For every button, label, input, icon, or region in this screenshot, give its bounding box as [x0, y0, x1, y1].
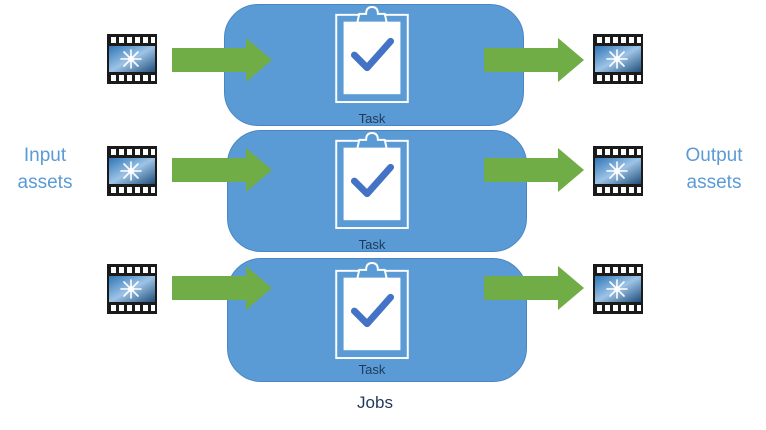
output-label-line-2: assets [686, 172, 742, 193]
output-arrow-icon-1 [484, 38, 584, 82]
input-label-line-2: assets [17, 172, 73, 193]
clipboard-check-icon-3 [334, 262, 410, 360]
task-label-1: Task [358, 111, 386, 126]
input-film-icon-3 [106, 264, 158, 314]
output-film-icon-1 [592, 34, 644, 84]
task-label-2: Task [358, 237, 386, 252]
input-arrow-icon-2 [172, 148, 272, 192]
input-label-line-1: Input [23, 145, 67, 166]
output-arrow-icon-2 [484, 148, 584, 192]
output-arrow-icon-3 [484, 266, 584, 310]
output-label-line-1: Output [685, 145, 743, 166]
input-assets-label: Input assets [10, 142, 80, 196]
output-film-icon-3 [592, 264, 644, 314]
clipboard-check-icon-1 [334, 6, 410, 104]
jobs-label: Jobs [357, 393, 393, 412]
task-label-3: Task [358, 362, 386, 377]
output-film-icon-2 [592, 146, 644, 196]
input-arrow-icon-1 [172, 38, 272, 82]
input-film-icon-1 [106, 34, 158, 84]
input-arrow-icon-3 [172, 266, 272, 310]
clipboard-check-icon-2 [334, 132, 410, 230]
input-film-icon-2 [106, 146, 158, 196]
output-assets-label: Output assets [672, 142, 756, 196]
